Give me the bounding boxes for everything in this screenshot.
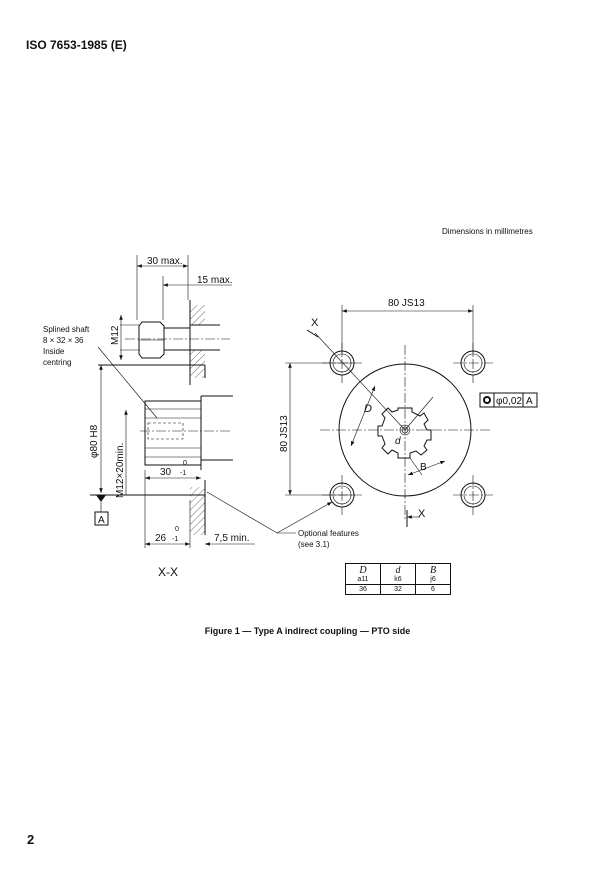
optional-features-note: Optional features (see 3.1) bbox=[298, 529, 361, 549]
page-number: 2 bbox=[27, 832, 35, 847]
dim-30: 30 bbox=[160, 467, 172, 478]
svg-text:φ0,02: φ0,02 bbox=[496, 396, 522, 407]
side-view: 30 max. 15 max. M12 Splined shaft 8 × bbox=[43, 255, 255, 579]
svg-text:A: A bbox=[526, 396, 533, 407]
label-D: D bbox=[364, 403, 372, 415]
dim-30-max: 30 max. bbox=[147, 256, 183, 267]
dim-m12x20: M12×20min. bbox=[115, 443, 126, 498]
datum-label: A bbox=[98, 515, 105, 526]
document-header: ISO 7653-1985 (E) bbox=[26, 38, 127, 52]
tolerance-frame: φ0,02 A bbox=[479, 392, 538, 408]
svg-text:0: 0 bbox=[175, 526, 179, 533]
dim-26: 26 bbox=[155, 533, 167, 544]
section-label: X-X bbox=[158, 565, 178, 579]
section-mark-bottom: X bbox=[418, 508, 426, 520]
svg-text:-1: -1 bbox=[172, 536, 178, 543]
splined-shaft-note: Splined shaft 8 × 32 × 36 Inside centrin… bbox=[43, 325, 92, 367]
label-B: B bbox=[420, 462, 427, 473]
hex-nut bbox=[138, 321, 165, 359]
dim-80-horizontal: 80 JS13 bbox=[388, 298, 425, 309]
table-row: 36 32 6 bbox=[345, 584, 451, 595]
units-note: Dimensions in millimetres bbox=[442, 227, 533, 236]
dim-15-max: 15 max. bbox=[197, 275, 233, 286]
splined-shaft bbox=[140, 395, 233, 470]
dim-phi80: φ80 H8 bbox=[89, 424, 100, 458]
dim-80-vertical: 80 JS13 bbox=[279, 415, 290, 452]
dim-m12: M12 bbox=[110, 325, 121, 345]
front-view: 80 JS13 80 JS13 D d B X X bbox=[206, 298, 538, 549]
section-mark-top: X bbox=[311, 317, 319, 329]
dim-7-5-min: 7,5 min. bbox=[214, 533, 250, 544]
bolt-holes bbox=[322, 343, 493, 515]
label-d: d bbox=[395, 436, 401, 447]
svg-text:-1: -1 bbox=[180, 470, 186, 477]
figure-caption: Figure 1 — Type A indirect coupling — PT… bbox=[204, 626, 411, 636]
svg-text:0: 0 bbox=[183, 460, 187, 467]
